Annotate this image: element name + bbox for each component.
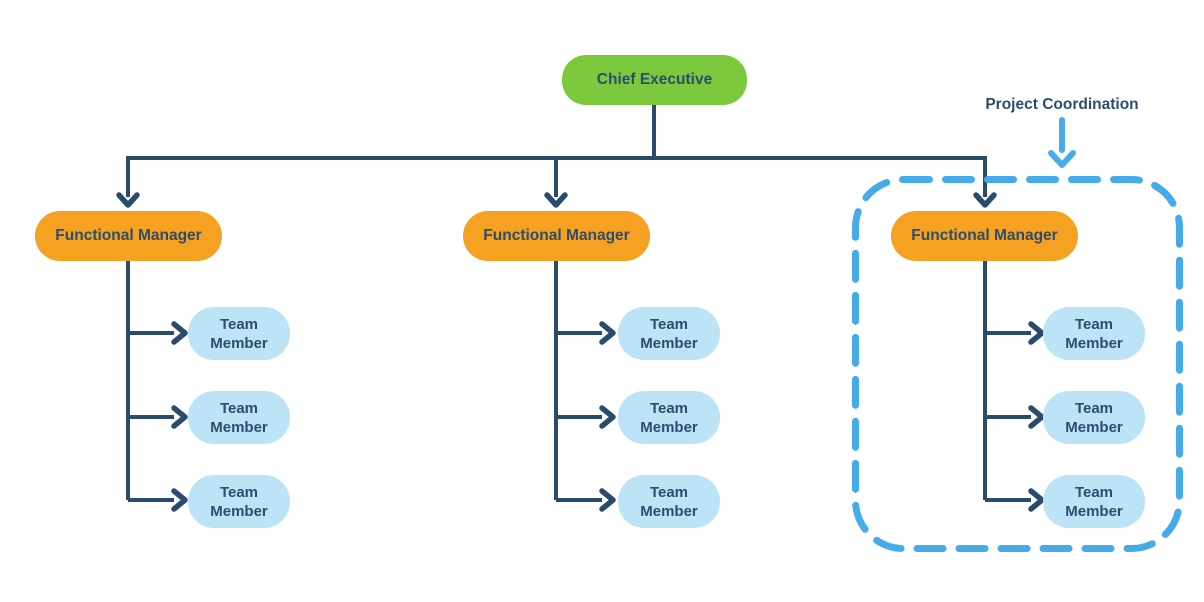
project-coordination-boundary: [852, 176, 1183, 552]
functional-manager-node: Functional Manager: [891, 211, 1078, 261]
functional-manager-node: Functional Manager: [35, 211, 222, 261]
team-member-node: Team Member: [618, 307, 720, 360]
arrow-right-icon: [1028, 405, 1045, 429]
team-member-node: Team Member: [1043, 307, 1145, 360]
team-member-node: Team Member: [188, 475, 290, 528]
functional-manager-node: Functional Manager: [463, 211, 650, 261]
arrow-right-icon: [171, 321, 188, 345]
manager-1-to-team-connector: [126, 261, 188, 512]
team-member-node: Team Member: [1043, 475, 1145, 528]
arrow-right-icon: [171, 405, 188, 429]
team-member-node: Team Member: [618, 475, 720, 528]
arrow-down-icon: [544, 192, 568, 208]
arrow-right-icon: [599, 405, 616, 429]
executive-to-managers-connector: [116, 105, 997, 208]
arrow-right-icon: [599, 488, 616, 512]
team-member-node: Team Member: [618, 391, 720, 444]
arrow-right-icon: [1028, 321, 1045, 345]
arrow-right-icon: [599, 321, 616, 345]
arrow-down-icon: [116, 192, 140, 208]
coordination-arrow-icon: [1048, 117, 1076, 168]
team-member-node: Team Member: [1043, 391, 1145, 444]
chief-executive-node: Chief Executive: [562, 55, 747, 105]
manager-3-to-team-connector: [983, 261, 1045, 512]
manager-2-to-team-connector: [554, 261, 616, 512]
arrow-down-icon: [973, 192, 997, 208]
team-member-node: Team Member: [188, 307, 290, 360]
arrow-right-icon: [171, 488, 188, 512]
project-coordination-label: Project Coordination: [985, 96, 1139, 113]
team-member-node: Team Member: [188, 391, 290, 444]
arrow-right-icon: [1028, 488, 1045, 512]
